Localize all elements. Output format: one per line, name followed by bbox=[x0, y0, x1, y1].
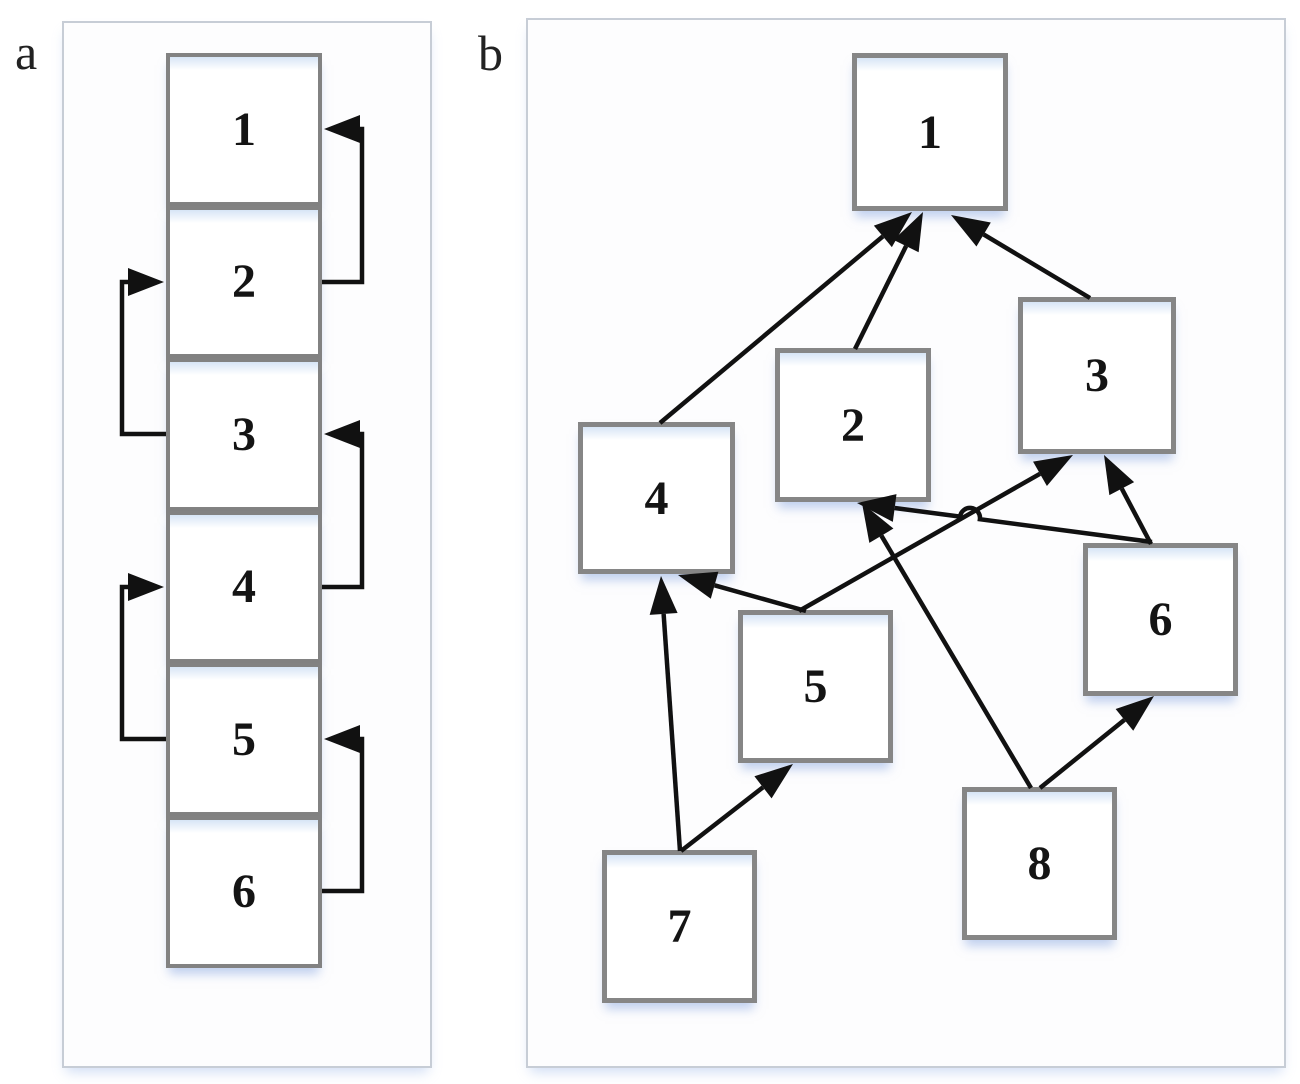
node-number: 5 bbox=[803, 660, 828, 713]
b-arrow-3-to-1 bbox=[951, 215, 1092, 300]
panel-b-node-5: 5 bbox=[738, 610, 893, 763]
node-number: 4 bbox=[644, 471, 669, 525]
b-arrow-6-to-3 bbox=[1104, 455, 1153, 546]
a-arrow-4-to-3 bbox=[322, 420, 365, 590]
panel-b-node-7: 7 bbox=[602, 850, 757, 1003]
panel-b-node-6: 6 bbox=[1083, 543, 1238, 696]
panel-b-node-2: 2 bbox=[775, 348, 931, 502]
node-number: 8 bbox=[1027, 837, 1052, 890]
node-number: 3 bbox=[232, 407, 256, 461]
a-arrow-5-to-4 bbox=[119, 573, 166, 742]
node-number: 6 bbox=[1148, 593, 1173, 646]
node-number: 7 bbox=[667, 900, 692, 953]
node-number: 3 bbox=[1085, 349, 1109, 402]
panel-a-node-5: 5 bbox=[166, 663, 322, 816]
b-arrow-5-to-4 bbox=[678, 571, 807, 614]
panel-b-node-4: 4 bbox=[578, 422, 735, 574]
b-arrow-6-to-2 bbox=[857, 494, 1153, 545]
panel-a-node-1: 1 bbox=[166, 53, 322, 206]
node-number: 1 bbox=[918, 105, 942, 159]
node-number: 5 bbox=[232, 712, 256, 766]
panel-a-node-4: 4 bbox=[166, 510, 322, 663]
a-arrow-6-to-5 bbox=[322, 725, 365, 894]
node-number: 2 bbox=[841, 398, 865, 452]
b-arrow-4-to-1 bbox=[658, 212, 912, 425]
a-arrow-3-to-2 bbox=[119, 268, 166, 437]
panel-b-node-1: 1 bbox=[852, 53, 1008, 211]
panel-b-label: b bbox=[478, 25, 503, 81]
b-arrow-7-to-5 bbox=[679, 764, 793, 853]
b-arrow-7-to-4 bbox=[649, 576, 683, 852]
panel-a-node-3: 3 bbox=[166, 358, 322, 511]
node-number: 4 bbox=[232, 560, 256, 614]
panel-a-node-6: 6 bbox=[166, 815, 322, 968]
b-arrow-2-to-1 bbox=[852, 212, 923, 351]
b-arrow-8-to-6 bbox=[1038, 696, 1154, 790]
panel-a-node-2: 2 bbox=[166, 205, 322, 358]
node-number: 2 bbox=[232, 255, 256, 309]
b-arrow-8-to-2 bbox=[862, 503, 1033, 790]
panel-b-node-3: 3 bbox=[1018, 297, 1176, 454]
b-arrow-5-to-3 bbox=[797, 455, 1073, 613]
node-number: 6 bbox=[232, 865, 256, 919]
node-number: 1 bbox=[232, 102, 256, 156]
a-arrow-2-to-1 bbox=[322, 115, 365, 285]
panel-b-node-8: 8 bbox=[962, 787, 1117, 940]
panel-a-label: a bbox=[15, 24, 38, 80]
